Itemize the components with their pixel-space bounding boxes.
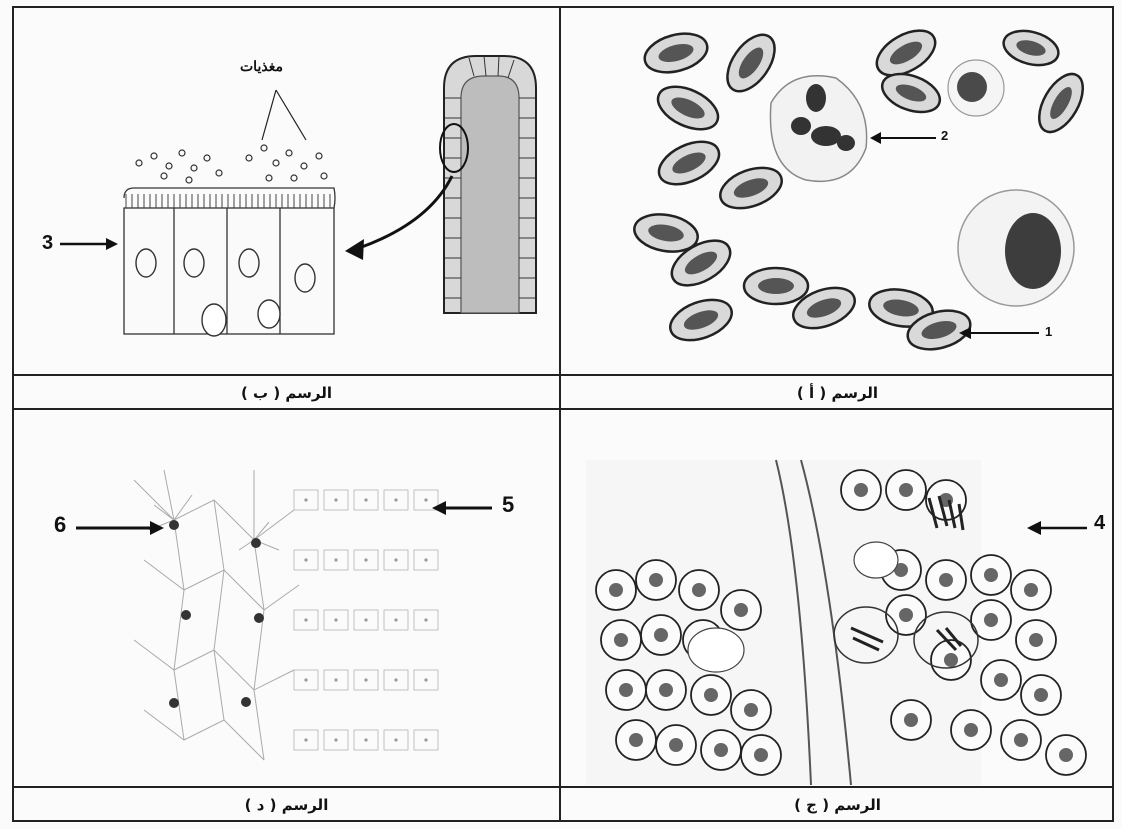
- label-5: 5: [502, 492, 514, 518]
- caption-a: الرسم ( أ ): [561, 376, 1114, 410]
- caption-d: الرسم ( د ): [14, 788, 559, 822]
- figure-grid: مغذيات 3 الرسم ( ب ): [12, 6, 1114, 822]
- blood-smear-illustration: [561, 8, 1114, 374]
- label-1: 1: [1045, 324, 1052, 339]
- tubule-illustration: [561, 410, 1114, 786]
- villus-illustration: [14, 8, 559, 374]
- label-6: 6: [54, 512, 66, 538]
- panel-c-tubules: 4: [561, 410, 1114, 786]
- panel-d-tissue: 6 5: [14, 410, 559, 786]
- label-3: 3: [42, 232, 53, 255]
- label-4: 4: [1094, 512, 1105, 535]
- label-nutrients: مغذيات: [240, 58, 283, 75]
- panel-a-blood-cells: 2 1: [561, 8, 1114, 374]
- label-2: 2: [941, 128, 948, 143]
- caption-c: الرسم ( ج ): [561, 788, 1114, 822]
- tissue-illustration: [14, 410, 559, 786]
- panel-b-villus: مغذيات 3: [14, 8, 559, 374]
- caption-b: الرسم ( ب ): [14, 376, 559, 410]
